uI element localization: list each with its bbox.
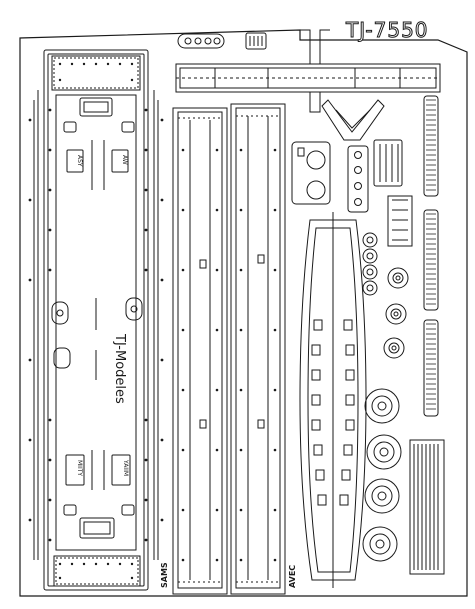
side-rail-left (172, 107, 228, 595)
chassis-frame (175, 29, 441, 113)
grille-parts (373, 139, 413, 247)
small-wheel-chain (362, 232, 378, 296)
panel-label-avec: AVEC (288, 565, 297, 588)
small-bracket-column (347, 145, 369, 213)
buffer-discs (362, 388, 402, 562)
window-label-4: YAIIM (122, 459, 129, 476)
coupler-plates (291, 141, 331, 205)
side-rail-right (230, 103, 286, 595)
spring-coils (426, 99, 436, 410)
product-code-label: TJ-7550 (345, 18, 429, 42)
panel-label-sams: SAMS (160, 562, 169, 588)
window-label-2: AW (121, 155, 128, 165)
brake-wheels (383, 267, 409, 359)
vent-grille (409, 439, 445, 575)
underframe-spine (299, 212, 367, 588)
fret-outline (19, 29, 468, 597)
window-label-3: MIITY (76, 460, 83, 476)
panel-rivet-holes (28, 62, 164, 580)
main-roof-panel (33, 49, 159, 591)
spring-strips (423, 95, 439, 417)
top-small-parts (177, 32, 267, 50)
v-bracket (321, 99, 385, 141)
brand-label: TJ-Modeles (112, 333, 127, 404)
rail-holes (181, 148, 277, 562)
window-label-1: ASY (76, 155, 83, 167)
